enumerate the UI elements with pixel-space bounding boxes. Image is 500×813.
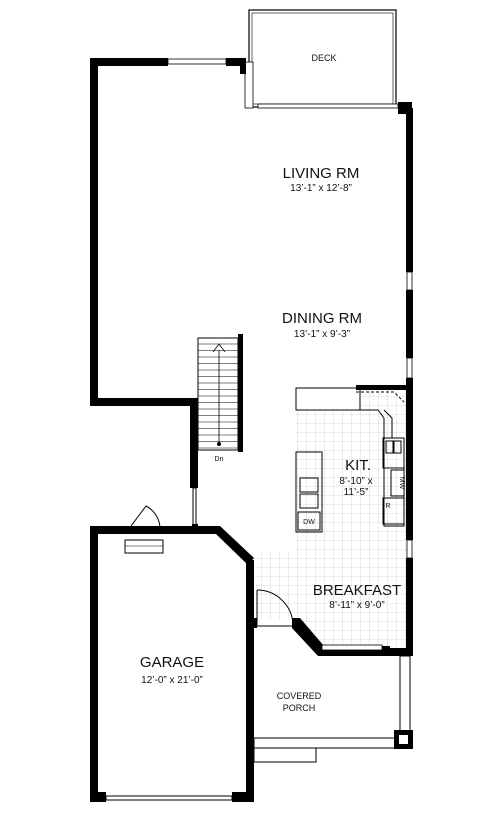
deck: DECK	[244, 9, 399, 109]
living-room-label: LIVING RM	[283, 165, 360, 182]
living-room: LIVING RM 13’-1” x 12’-8”	[283, 165, 360, 194]
porch-label-line1: COVERED	[277, 691, 322, 701]
kitchen-label: KIT.	[345, 457, 371, 474]
garage-label: GARAGE	[140, 654, 204, 671]
dining-room-label: DINING RM	[282, 310, 362, 327]
kitchen-dim-line2: 11’-5”	[344, 487, 369, 498]
garage: GARAGE 12’-0” x 21’-0”	[90, 560, 254, 802]
breakfast-label: BREAKFAST	[313, 582, 401, 599]
garage-dim: 12’-0” x 21’-0”	[141, 675, 203, 686]
garage-entry-steps	[124, 505, 164, 554]
breakfast-dim: 8’-11” x 9’-0”	[329, 600, 384, 611]
stairs-down-label: Dn	[215, 456, 224, 463]
kitchen-dim-line1: 8’-10” x	[339, 476, 372, 487]
deck-label: DECK	[311, 53, 336, 63]
microwave-label: MW	[398, 477, 405, 490]
covered-porch: COVERED PORCH	[253, 691, 397, 763]
porch-label-line2: PORCH	[283, 703, 316, 713]
kitchen-tile-floor	[252, 388, 406, 652]
interior-walls	[90, 398, 254, 800]
staircase: Dn	[197, 334, 243, 463]
living-room-dim: 13’-1” x 12’-8”	[290, 183, 352, 194]
kitchen: MW R DW KIT. 8’-10” x 11’-5”	[295, 385, 406, 533]
exterior-walls	[90, 58, 413, 749]
dining-room-dim: 13’-1” x 9’-3”	[294, 329, 350, 340]
dining-room: DINING RM 13’-1” x 9’-3”	[282, 310, 362, 340]
range-label: R	[385, 503, 390, 510]
dishwasher-label: DW	[303, 519, 315, 526]
